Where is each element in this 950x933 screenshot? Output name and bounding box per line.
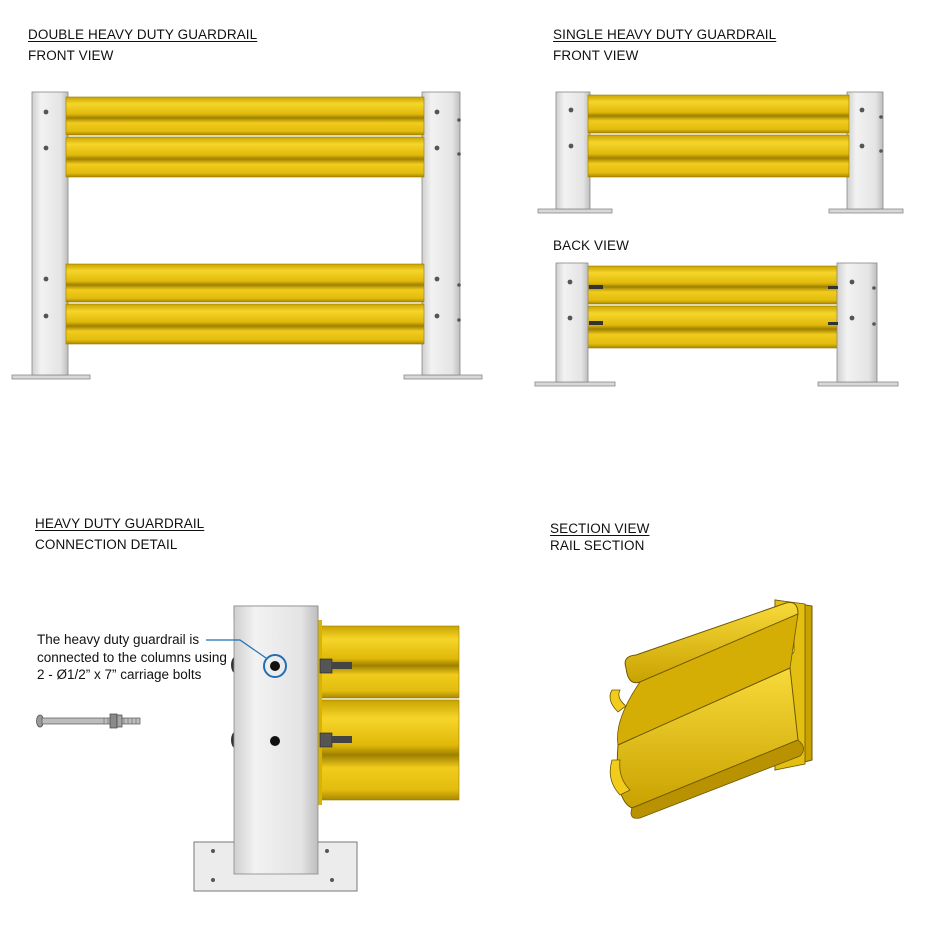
double-guardrail-label: DOUBLE HEAVY DUTY GUARDRAIL FRONT VIEW xyxy=(28,27,257,64)
connection-bolts xyxy=(231,657,352,748)
carriage-bolt-icon xyxy=(36,713,141,729)
section-view-subtitle: RAIL SECTION xyxy=(550,538,645,553)
bolt-highlight-circle xyxy=(263,654,287,678)
single-guardrail-label: SINGLE HEAVY DUTY GUARDRAIL FRONT VIEW xyxy=(553,27,776,64)
left-post xyxy=(31,91,69,376)
single-guardrail-subtitle: FRONT VIEW xyxy=(553,48,639,63)
right-post xyxy=(421,91,461,376)
back-view-label: BACK VIEW xyxy=(553,238,629,254)
section-view-label: SECTION VIEW RAIL SECTION xyxy=(550,521,649,554)
lower-rail xyxy=(65,263,425,345)
double-guardrail-drawing xyxy=(11,91,483,380)
post-bolt-holes xyxy=(43,109,461,322)
double-guardrail-subtitle: FRONT VIEW xyxy=(28,48,114,63)
single-guardrail-back-drawing xyxy=(534,262,899,387)
callout-leader-line xyxy=(206,639,267,659)
carriage-bolt-callout: The heavy duty guardrail is connected to… xyxy=(37,632,227,682)
single-guardrail-front-drawing xyxy=(537,91,904,214)
connection-detail-drawing xyxy=(36,605,460,892)
section-view-title: SECTION VIEW xyxy=(550,521,650,536)
connection-detail-subtitle: CONNECTION DETAIL xyxy=(35,537,178,552)
connection-detail-label: HEAVY DUTY GUARDRAIL CONNECTION DETAIL xyxy=(35,516,204,553)
rail-section-drawing xyxy=(609,599,813,819)
double-guardrail-title: DOUBLE HEAVY DUTY GUARDRAIL xyxy=(28,27,258,42)
connection-detail-title: HEAVY DUTY GUARDRAIL xyxy=(35,516,205,531)
back-view-subtitle: BACK VIEW xyxy=(553,238,629,253)
upper-rail xyxy=(65,96,425,178)
single-guardrail-title: SINGLE HEAVY DUTY GUARDRAIL xyxy=(553,27,777,42)
